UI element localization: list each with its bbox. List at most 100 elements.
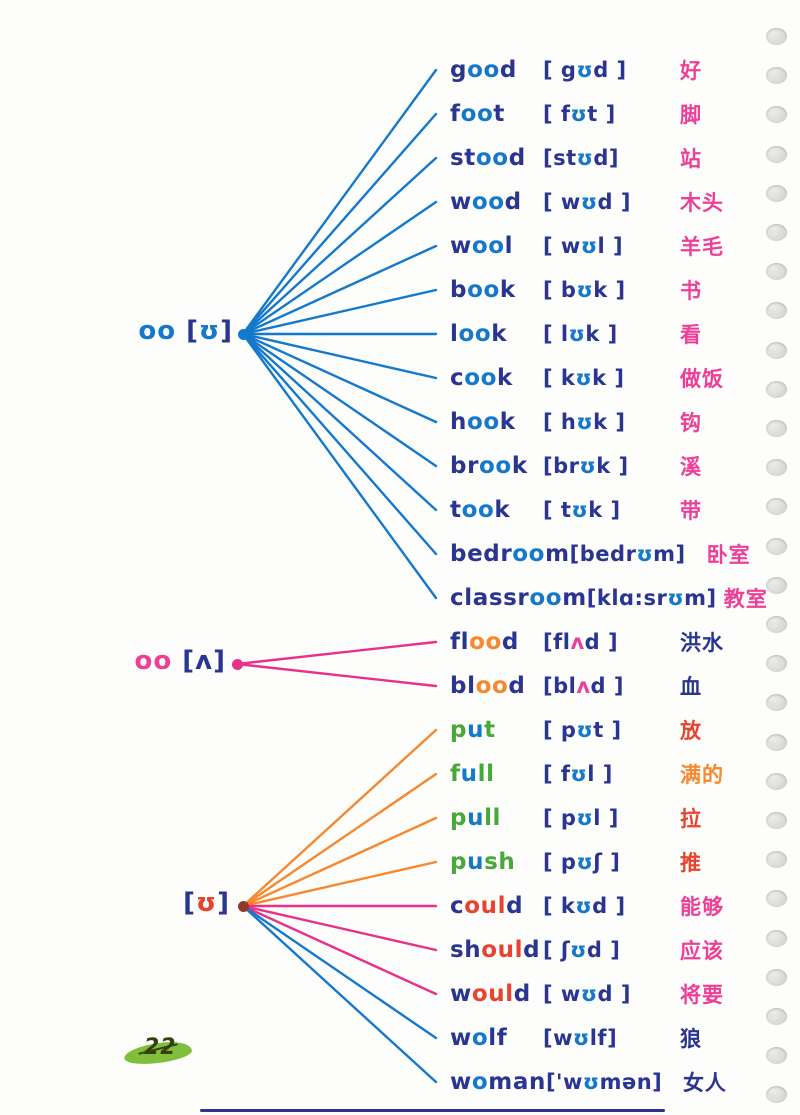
- fan-origin-dot: [232, 659, 243, 670]
- word-text: bedroom: [450, 541, 570, 567]
- word-text-segment: oo: [475, 145, 509, 171]
- word-text-segment: w: [450, 981, 472, 1007]
- phonetic-text: [ pʊt ]: [543, 718, 680, 742]
- word-text-segment: u: [467, 717, 485, 743]
- phonetic-text-segment: [ f: [543, 762, 571, 786]
- word-text-segment: d: [501, 629, 519, 655]
- word-row: stood[stʊd]站: [450, 142, 702, 174]
- connector-line: [241, 288, 438, 336]
- meaning-text: 羊毛: [680, 231, 724, 261]
- group-label-text-segment: ʌ: [195, 646, 214, 676]
- word-text: full: [450, 761, 543, 787]
- word-text-segment: b: [450, 277, 468, 303]
- word-text-segment: man: [488, 1069, 546, 1095]
- word-row: book[ bʊk ]书: [450, 274, 702, 306]
- phonetic-text-segment: [ p: [543, 850, 577, 874]
- phonetic-text-segment: ʊ: [575, 894, 593, 918]
- word-text: book: [450, 277, 543, 303]
- phonetic-text-segment: [ w: [543, 982, 581, 1006]
- word-text-segment: oo: [471, 233, 505, 259]
- phonetic-text: [wʊlf]: [543, 1026, 680, 1050]
- word-row: cook[ kʊk ]做饭: [450, 362, 724, 394]
- connector-line: [241, 728, 438, 908]
- word-text-segment: oo: [467, 57, 500, 83]
- word-text-segment: d: [508, 673, 526, 699]
- meaning-text-segment: 站: [680, 147, 702, 171]
- meaning-text: 推: [680, 847, 702, 877]
- word-text-segment: p: [450, 805, 468, 831]
- word-text-segment: p: [450, 849, 468, 875]
- word-row: brook[brʊk ]溪: [450, 450, 702, 482]
- group-label-text-segment: [: [176, 316, 200, 346]
- phonetic-text-segment: k ]: [593, 410, 626, 434]
- group-label-text-segment: ]: [213, 646, 226, 676]
- word-text-segment: oo: [466, 409, 500, 435]
- word-row: push[ pʊʃ ]推: [450, 846, 702, 878]
- meaning-text-segment: 卧室: [706, 543, 751, 567]
- meaning-text-segment: 放: [680, 719, 702, 743]
- phonetic-text: [ fʊl ]: [543, 762, 680, 786]
- phonetic-text: [ ʃʊd ]: [543, 938, 680, 962]
- phonetic-text-segment: ʊ: [580, 234, 598, 258]
- word-text: put: [450, 717, 543, 743]
- word-row: would[ wʊd ]将要: [450, 978, 724, 1010]
- meaning-text-segment: 血: [680, 675, 702, 699]
- phonetic-text: [flʌd ]: [543, 630, 680, 654]
- meaning-text: 女人: [683, 1067, 727, 1097]
- word-text-segment: classr: [450, 585, 530, 611]
- word-text-segment: ll: [477, 761, 495, 787]
- word-row: flood[flʌd ]洪水: [450, 626, 724, 658]
- group-label-text-segment: ]: [217, 888, 230, 918]
- group-label: oo [ʊ]: [83, 316, 233, 346]
- meaning-text-segment: 木头: [680, 191, 724, 215]
- phonetic-text-segment: k ]: [596, 454, 629, 478]
- phonetic-text-segment: ʊ: [576, 718, 594, 742]
- phonetic-text-segment: [ w: [543, 190, 581, 214]
- word-text: woman: [450, 1069, 546, 1095]
- word-row: wood[ wʊd ]木头: [450, 186, 724, 218]
- connector-line: [241, 816, 438, 908]
- meaning-text-segment: 推: [680, 851, 702, 875]
- phonetic-text: [ wʊl ]: [543, 234, 680, 258]
- phonetic-text-segment: ʊ: [667, 586, 685, 610]
- word-text-segment: oo: [461, 497, 495, 523]
- meaning-text-segment: 教室: [723, 587, 768, 611]
- phonetic-text: [ kʊd ]: [543, 894, 680, 918]
- word-text-segment: br: [450, 453, 480, 479]
- word-text: took: [450, 497, 543, 523]
- word-row: took[ tʊk ]带: [450, 494, 702, 526]
- word-text-segment: d: [499, 57, 517, 83]
- meaning-text: 站: [680, 143, 702, 173]
- meaning-text: 做饭: [680, 363, 724, 393]
- phonetic-text-segment: [ g: [543, 58, 577, 82]
- connector-line: [241, 772, 438, 908]
- connector-line: [241, 904, 438, 996]
- word-text-segment: oo: [467, 277, 500, 303]
- connector-line: [241, 68, 438, 336]
- phonetic-text-segment: d ]: [597, 190, 631, 214]
- meaning-text-segment: 洪水: [680, 631, 724, 655]
- word-text-segment: oul: [471, 981, 514, 1007]
- word-text-segment: d: [506, 893, 524, 919]
- connector-line: [241, 156, 438, 336]
- phonetic-text-segment: d ]: [597, 982, 631, 1006]
- phonetic-text-segment: ʊ: [576, 410, 594, 434]
- phonetic-text-segment: k ]: [588, 498, 621, 522]
- word-text-segment: sh: [484, 849, 516, 875]
- word-row: pull[ pʊl ]拉: [450, 802, 702, 834]
- word-text-segment: u: [467, 849, 485, 875]
- word-text-segment: w: [450, 1025, 472, 1051]
- word-text-segment: d: [508, 145, 526, 171]
- word-text: brook: [450, 453, 543, 479]
- meaning-text-segment: 带: [680, 499, 702, 523]
- word-text: look: [450, 321, 543, 347]
- phonetic-text-segment: [w: [543, 1026, 573, 1050]
- word-text-segment: oo: [469, 629, 502, 655]
- phonetic-text-segment: t ]: [593, 718, 622, 742]
- phonetic-text: [ wʊd ]: [543, 190, 680, 214]
- phonetic-text-segment: [ b: [543, 278, 577, 302]
- meaning-text-segment: 做饭: [680, 367, 724, 391]
- phonetic-text-segment: [ p: [543, 718, 577, 742]
- connector-line: [241, 332, 438, 600]
